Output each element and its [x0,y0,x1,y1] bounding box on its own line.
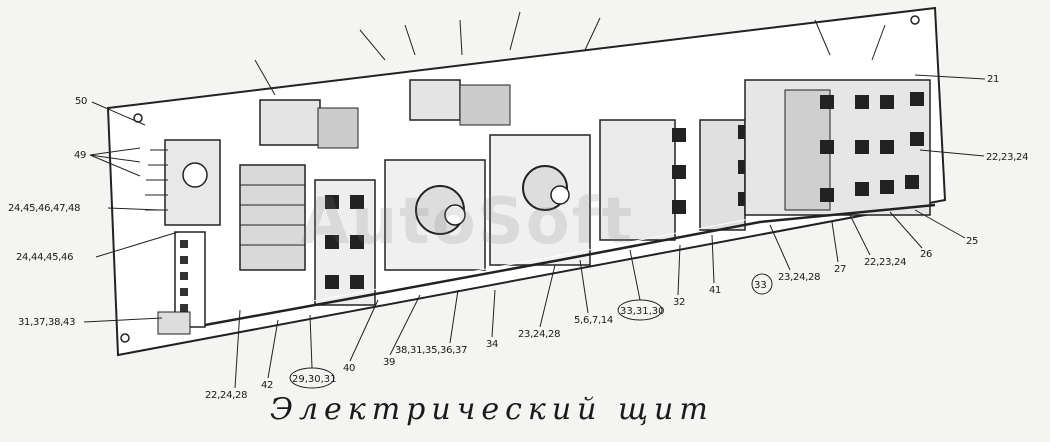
mount-hole [120,333,130,343]
transformer-coil [239,164,306,271]
callout-label: 22,23,24 [864,257,906,268]
circled-callout-ring [751,273,773,295]
callout-label: 22,24,28 [205,390,247,401]
callout-label: 33,31,30 [620,306,665,317]
callout-label: 24,45,46,47,48 [8,203,80,214]
callout-label: 25 [966,236,978,247]
callout-label: 50 [75,96,87,107]
callout-label: 23,24,28 [518,329,560,340]
relay-block-left [314,179,376,306]
callout-label: 34 [486,339,498,350]
callout-label: 33 [754,280,767,291]
potentiometer-right [489,134,591,266]
callout-labels: 50 49 24,45,46,47,48 24,44,45,46 31,37,3… [8,74,1028,401]
callout-label: 23,24,28 [778,272,820,283]
callout-label: 24,44,45,46 [16,252,73,263]
connector-strip [157,231,206,335]
watermark: AutoSoft [300,185,635,259]
wiring-harness-inner [209,216,761,321]
top-leaders [254,11,886,96]
left-terminal-block [145,139,221,226]
callout-label: 21 [987,74,999,85]
callout-label: 22,23,24 [986,152,1028,163]
callout-label: 41 [709,285,721,296]
callout-label: 40 [343,363,355,374]
callout-label: 26 [920,249,932,260]
top-relay-2 [409,79,511,126]
callout-label: 31,37,38,43 [18,317,75,328]
callout-label: 5,6,7,14 [574,315,613,326]
potentiometer-left [384,159,486,271]
callout-label: 32 [673,297,685,308]
callout-label: 27 [834,264,846,275]
callout-label: 38,31,35,36,37 [395,345,467,356]
diagram-caption: Электрический щит [270,392,714,427]
top-relay-1 [259,99,359,149]
callout-label: 42 [261,380,273,391]
callout-label: 49 [74,150,86,161]
callout-label: 39 [383,357,395,368]
callout-label: 29,30,31 [292,374,337,385]
relay-module-right [744,79,931,216]
mount-hole [910,15,920,25]
relay-module-center [599,119,752,241]
wiring-harness [204,203,936,327]
